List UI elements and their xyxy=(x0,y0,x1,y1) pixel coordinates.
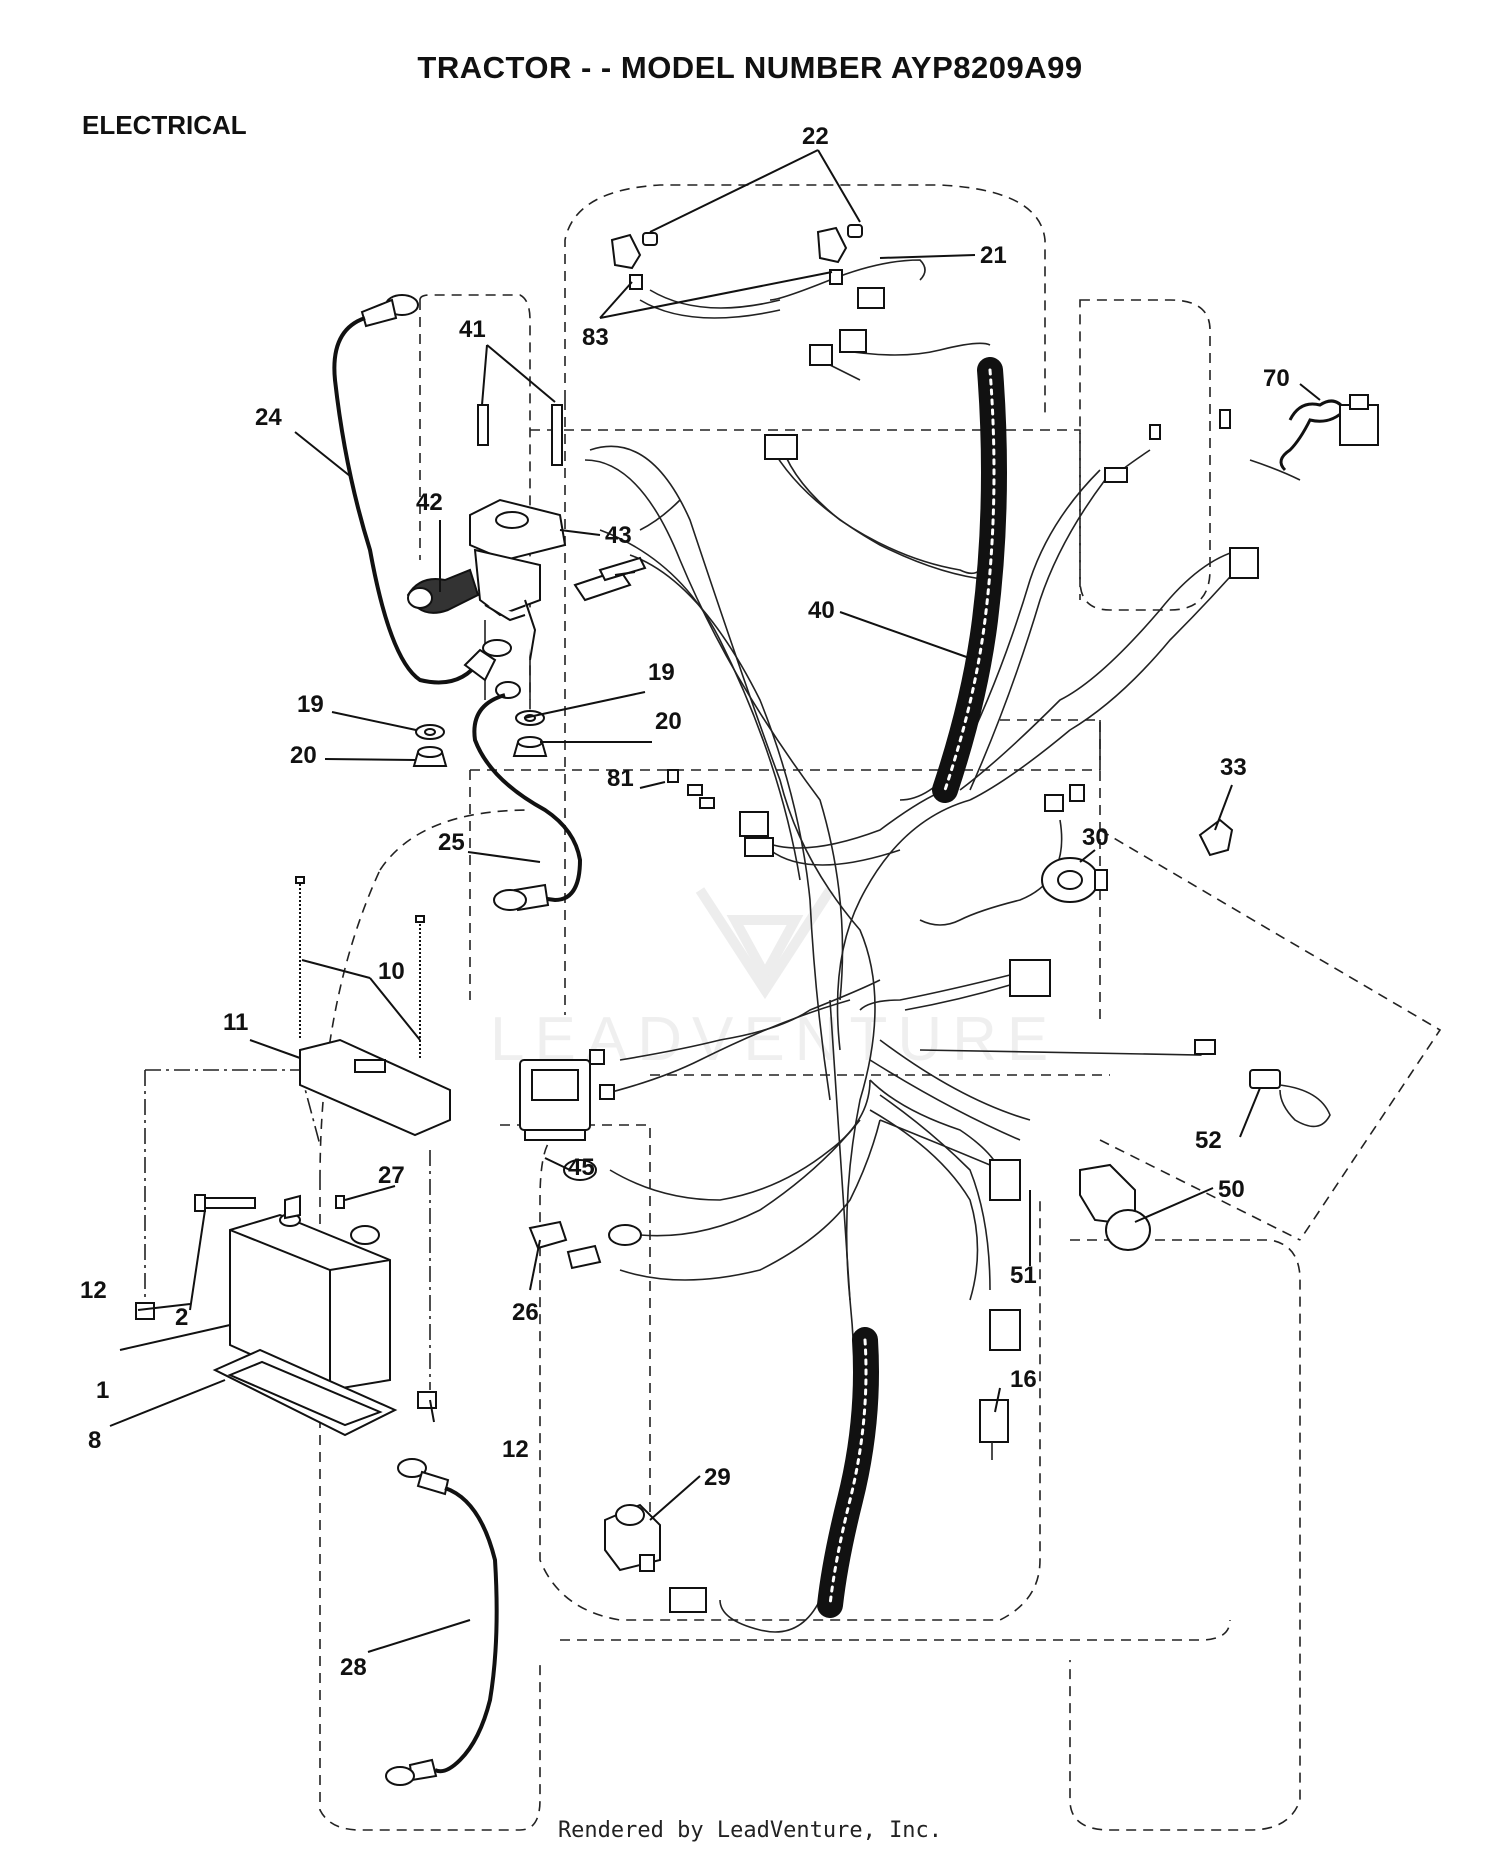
callout-52: 52 xyxy=(1195,1127,1222,1154)
battery-hold-down-bracket xyxy=(299,1038,451,1137)
battery-tray xyxy=(212,1348,398,1437)
callout-27: 27 xyxy=(378,1162,405,1189)
wire-conduit-lower xyxy=(817,1327,879,1618)
callout-12b: 12 xyxy=(502,1436,529,1463)
callout-19b: 19 xyxy=(297,691,324,718)
callout-8: 8 xyxy=(88,1427,101,1454)
page-title: TRACTOR - - MODEL NUMBER AYP8209A99 xyxy=(417,50,1083,85)
callout-43: 43 xyxy=(605,522,632,549)
callout-24: 24 xyxy=(255,404,282,431)
callout-81: 81 xyxy=(607,765,634,792)
ignition-key-33 xyxy=(1198,818,1234,857)
terminal-parts-27 xyxy=(284,1194,345,1220)
ignition-switch-30 xyxy=(1041,857,1108,903)
seat-switch-70 xyxy=(1149,394,1379,472)
callout-11: 11 xyxy=(223,1009,248,1036)
callout-1: 1 xyxy=(96,1377,109,1404)
battery-hold-down-rods xyxy=(295,876,425,1060)
connector-16 xyxy=(979,1399,1009,1460)
callout-33: 33 xyxy=(1220,754,1247,781)
fuse-holder-52 xyxy=(1249,1069,1331,1128)
callout-21: 21 xyxy=(980,242,1007,269)
callout-70: 70 xyxy=(1263,365,1290,392)
pto-switch-50 xyxy=(1079,1163,1151,1251)
callout-26: 26 xyxy=(512,1299,539,1326)
section-title: ELECTRICAL xyxy=(82,110,247,140)
callout-10: 10 xyxy=(378,958,405,985)
callout-16: 16 xyxy=(1010,1366,1037,1393)
callout-22: 22 xyxy=(802,123,829,150)
wire-conduit-upper xyxy=(932,357,1007,803)
ring-terminals xyxy=(563,1159,642,1246)
callout-28: 28 xyxy=(340,1654,367,1681)
headlight-assembly xyxy=(610,224,885,366)
battery-cable-upper xyxy=(332,294,512,685)
battery xyxy=(229,1213,391,1392)
footer-credit: Rendered by LeadVenture, Inc. xyxy=(557,1818,943,1843)
wire-harness xyxy=(584,259,1301,1633)
callout-42: 42 xyxy=(416,489,443,516)
callout-45: 45 xyxy=(568,1154,595,1181)
callout-20a: 20 xyxy=(655,708,682,735)
battery-cable-middle xyxy=(472,681,583,912)
callout-83: 83 xyxy=(582,324,609,351)
callout-30: 30 xyxy=(1082,824,1109,851)
callout-40: 40 xyxy=(808,597,835,624)
starter-solenoid xyxy=(406,404,647,700)
leader-lines xyxy=(109,149,1321,1653)
callout-25: 25 xyxy=(438,829,465,856)
callout-41: 41 xyxy=(459,316,486,343)
fuse-26 xyxy=(528,1220,602,1270)
solenoid-29 xyxy=(604,1503,707,1613)
callout-12a: 12 xyxy=(80,1277,107,1304)
battery-cable-lower xyxy=(385,1458,499,1786)
hour-meter xyxy=(519,1059,591,1141)
callout-labels: 22 21 83 41 24 42 43 70 40 19 19 20 20 8… xyxy=(80,123,1290,1681)
callout-19a: 19 xyxy=(648,659,675,686)
callout-29: 29 xyxy=(704,1464,731,1491)
connector-51 xyxy=(989,1159,1021,1351)
callout-51: 51 xyxy=(1010,1262,1037,1289)
watermark-logo: LEADVENTURE xyxy=(490,887,1048,1074)
callout-2: 2 xyxy=(175,1304,188,1331)
washers-and-nuts xyxy=(412,710,548,767)
callout-20b: 20 xyxy=(290,742,317,769)
callout-50: 50 xyxy=(1218,1176,1245,1203)
harness-connectors xyxy=(589,434,1259,1100)
fuse-block-81 xyxy=(667,769,715,809)
battery-bolt-2 xyxy=(194,1194,256,1212)
